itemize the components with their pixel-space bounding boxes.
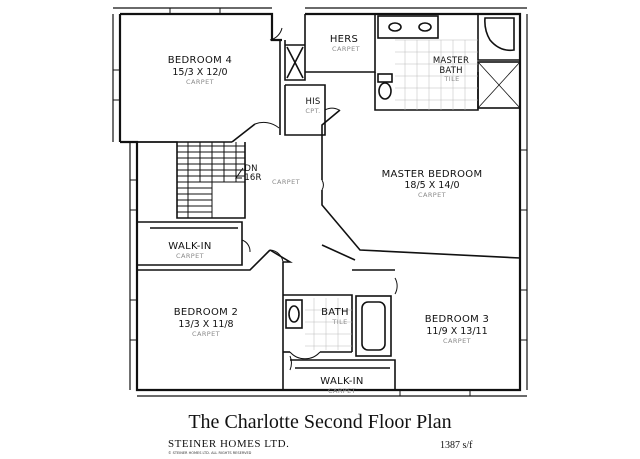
his-finish: CPT. [305, 107, 320, 115]
walk-in-bottom-finish: CARPET [328, 387, 356, 395]
stair-treads [177, 142, 245, 218]
master-bath-name-1: MASTER [433, 56, 469, 66]
plan-title: The Charlotte Second Floor Plan [188, 411, 452, 433]
bedroom-4-finish: CARPET [186, 78, 214, 86]
stair-direction-arrow [235, 167, 244, 179]
room-bedroom-4: BEDROOM 4 15/3 X 12/0 CARPET [168, 55, 232, 86]
master-bedroom-name: MASTER BEDROOM [382, 169, 483, 180]
room-walk-in-bottom: WALK-IN CARPET [320, 376, 363, 395]
floor-plan: BEDROOM 4 15/3 X 12/0 CARPET HERS CARPET… [112, 7, 528, 397]
bedroom-2-name: BEDROOM 2 [174, 307, 238, 318]
stairs: DN 16R [244, 164, 261, 183]
bedroom-4-name: BEDROOM 4 [168, 55, 232, 66]
bath-name: BATH [321, 307, 349, 318]
bedroom-3-name: BEDROOM 3 [425, 314, 489, 325]
room-master-bedroom: MASTER BEDROOM 18/5 X 14/0 CARPET [382, 169, 483, 199]
room-his: HIS CPT. [305, 97, 320, 115]
room-bedroom-2: BEDROOM 2 13/3 X 11/8 CARPET [174, 307, 238, 338]
hers-name: HERS [330, 34, 358, 45]
bedroom-3-finish: CARPET [443, 337, 471, 345]
room-bedroom-3: BEDROOM 3 11/9 X 13/11 CARPET [425, 314, 489, 345]
bedroom-2-dims: 13/3 X 11/8 [178, 319, 233, 330]
master-bath-name-2: BATH [439, 66, 462, 76]
bedroom-2-finish: CARPET [192, 330, 220, 338]
room-hers: HERS CARPET [330, 34, 360, 53]
his-name: HIS [306, 97, 321, 107]
builder-copyright: © STEINER HOMES LTD. ALL RIGHTS RESERVED [168, 451, 252, 455]
builder-name: STEINER HOMES LTD. [168, 438, 290, 450]
master-bedroom-finish: CARPET [418, 191, 446, 199]
windows [113, 8, 527, 396]
hers-finish: CARPET [332, 45, 360, 53]
bath-finish: TILE [331, 318, 347, 326]
master-bath-finish: TILE [443, 75, 459, 83]
hall-finish: CARPET [272, 178, 300, 186]
room-hall: CARPET [272, 178, 300, 186]
square-footage: 1387 s/f [440, 440, 473, 451]
stairs-label-2: 16R [244, 173, 261, 183]
walk-in-bottom-name: WALK-IN [320, 376, 363, 387]
room-walk-in-left: WALK-IN CARPET [168, 241, 211, 260]
bedroom-3-dims: 11/9 X 13/11 [426, 326, 487, 337]
interior-walls [120, 13, 521, 390]
room-bath: BATH TILE [321, 307, 349, 326]
door-swings [241, 27, 398, 371]
room-master-bath: MASTER BATH TILE [433, 56, 469, 83]
walk-in-left-name: WALK-IN [168, 241, 211, 252]
master-bedroom-dims: 18/5 X 14/0 [404, 180, 459, 191]
tile-pattern [305, 39, 478, 350]
walk-in-left-finish: CARPET [176, 252, 204, 260]
bedroom-4-dims: 15/3 X 12/0 [172, 67, 227, 78]
stairs-label-1: DN [244, 164, 257, 174]
